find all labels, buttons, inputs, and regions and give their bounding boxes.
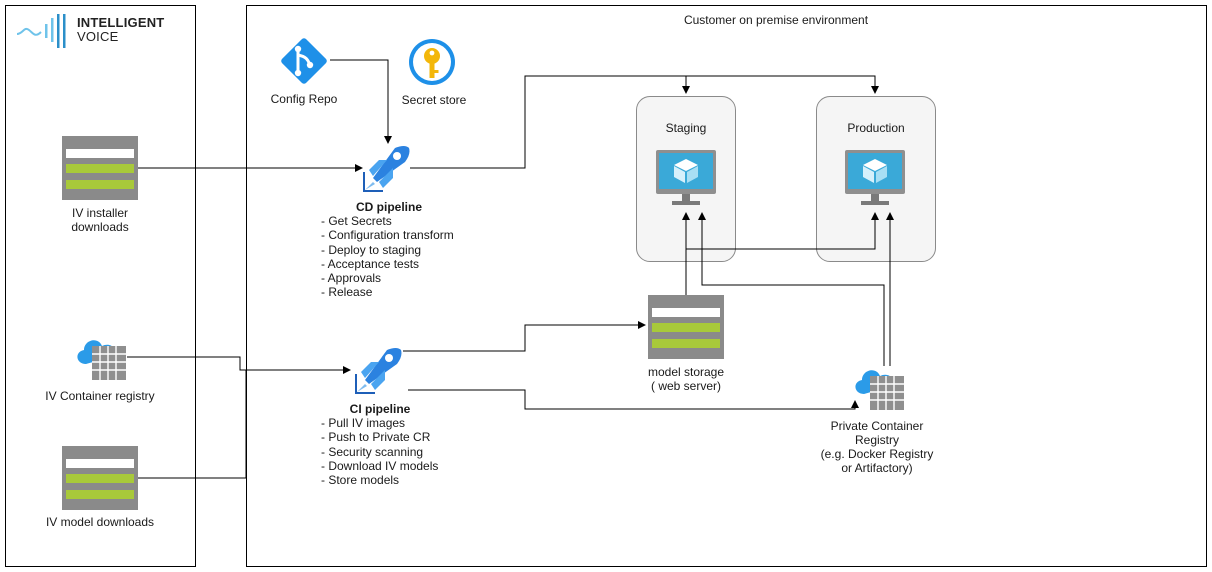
cd-pipeline-rocket-icon[interactable] [361, 142, 413, 194]
iv-container-registry-icon[interactable] [72, 334, 128, 382]
ci-step: Download IV models [321, 459, 438, 473]
brand-line2: VOICE [77, 29, 119, 44]
private-registry-label-4: or Artifactory) [841, 461, 913, 475]
environment-title: Customer on premise environment [683, 13, 869, 27]
ci-step: Push to Private CR [321, 430, 438, 444]
staging-vm-icon[interactable] [656, 150, 716, 206]
cd-pipeline-title: CD pipeline [355, 200, 422, 214]
ci-step: Pull IV images [321, 416, 438, 430]
model-storage-label-2: ( web server) [650, 379, 721, 393]
intelligent-voice-logo-icon [16, 14, 66, 48]
config-to-cd-line [330, 59, 392, 144]
models-to-ci-line [138, 370, 247, 479]
ci-step: Security scanning [321, 445, 438, 459]
private-registry-label-2: Registry [854, 433, 899, 447]
private-registry-label-3: (e.g. Docker Registry [820, 447, 934, 461]
cd-step: Approvals [321, 271, 454, 285]
installer-storage-icon[interactable] [62, 136, 138, 200]
model-downloads-label: IV model downloads [45, 515, 155, 529]
cd-step: Acceptance tests [321, 257, 454, 271]
production-label: Production [847, 121, 905, 135]
private-container-registry-icon[interactable] [850, 364, 906, 412]
registry-to-ci-line [127, 356, 351, 374]
cd-pipeline-steps: Get Secrets Configuration transform Depl… [321, 214, 454, 300]
model-storage-icon[interactable] [648, 295, 724, 359]
brand-line1: INTELLIGENT [77, 15, 165, 30]
model-storage-label-1: model storage [647, 365, 725, 379]
staging-label: Staging [665, 121, 707, 135]
config-repo-label: Config Repo [270, 92, 338, 106]
ci-to-storage-line [403, 321, 646, 352]
private-registry-label-1: Private Container [830, 419, 924, 433]
secret-store-label: Secret store [401, 93, 467, 107]
production-vm-icon[interactable] [845, 150, 905, 206]
iv-container-registry-label: IV Container registry [45, 389, 155, 403]
ci-to-private-registry-line [408, 389, 859, 410]
cd-to-environments-line [410, 75, 690, 169]
cd-step: Get Secrets [321, 214, 454, 228]
git-repo-icon[interactable] [278, 35, 330, 87]
cd-step: Deploy to staging [321, 243, 454, 257]
ci-pipeline-steps: Pull IV images Push to Private CR Securi… [321, 416, 438, 487]
ci-pipeline-rocket-icon[interactable] [352, 344, 406, 396]
installer-label-2: downloads [71, 220, 129, 234]
ci-pipeline-title: CI pipeline [349, 402, 411, 416]
cd-to-production-line [686, 75, 879, 94]
installer-label-1: IV installer [71, 206, 129, 220]
cd-step: Release [321, 285, 454, 299]
cd-step: Configuration transform [321, 228, 453, 242]
storage-to-production-line [686, 212, 879, 250]
model-downloads-storage-icon[interactable] [62, 446, 138, 510]
ci-step: Store models [321, 473, 438, 487]
key-vault-icon[interactable] [408, 38, 456, 86]
private-registry-to-staging-line [698, 212, 885, 366]
